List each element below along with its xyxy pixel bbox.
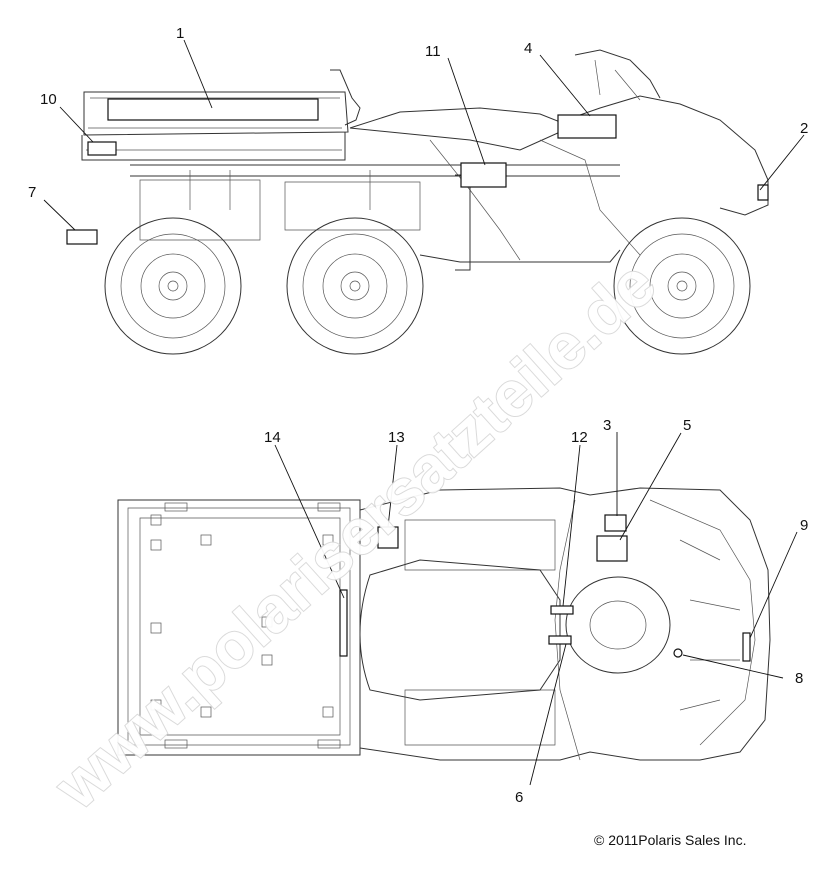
decal-5 bbox=[596, 535, 628, 562]
vehicle-outline-top bbox=[359, 487, 771, 761]
wheel-rear-inner bbox=[286, 217, 424, 355]
wheel-rear-outer bbox=[104, 217, 242, 355]
callout-2: 2 bbox=[800, 120, 808, 137]
body-side bbox=[349, 49, 769, 271]
decal-10 bbox=[87, 141, 117, 156]
decal-2 bbox=[757, 184, 769, 201]
callout-13: 13 bbox=[388, 429, 405, 446]
callout-4: 4 bbox=[524, 40, 532, 57]
cargo-box-side bbox=[81, 69, 361, 161]
decal-9 bbox=[742, 632, 751, 662]
callout-8: 8 bbox=[795, 670, 803, 687]
decal-8 bbox=[673, 648, 683, 658]
decal-1-box bbox=[107, 98, 319, 121]
decal-3 bbox=[604, 514, 627, 532]
decal-7 bbox=[66, 229, 98, 245]
callout-7: 7 bbox=[28, 184, 36, 201]
wheel-front bbox=[613, 217, 751, 355]
leader-lines bbox=[43, 39, 805, 786]
decal-12 bbox=[550, 605, 574, 615]
frame-side bbox=[130, 164, 621, 263]
decal-14 bbox=[339, 589, 348, 657]
callouts: 1 2 3 4 5 6 7 8 9 10 11 12 13 14 bbox=[28, 25, 808, 806]
top-view bbox=[117, 487, 771, 761]
copyright-notice: © 2011Polaris Sales Inc. bbox=[594, 832, 747, 848]
cargo-box-top bbox=[117, 499, 361, 756]
callout-12: 12 bbox=[571, 429, 588, 446]
decal-11 bbox=[460, 162, 507, 188]
callout-10: 10 bbox=[40, 91, 57, 108]
side-view bbox=[66, 49, 769, 355]
callout-5: 5 bbox=[683, 417, 691, 434]
decal-6 bbox=[548, 635, 572, 645]
decal-4 bbox=[557, 114, 617, 139]
callout-6: 6 bbox=[515, 789, 523, 806]
callout-3: 3 bbox=[603, 417, 611, 434]
watermark-text: www.polarisersatzteile.de bbox=[40, 247, 669, 823]
callout-11: 11 bbox=[425, 43, 441, 60]
callout-9: 9 bbox=[800, 517, 808, 534]
callout-1: 1 bbox=[176, 25, 184, 42]
callout-14: 14 bbox=[264, 429, 281, 446]
